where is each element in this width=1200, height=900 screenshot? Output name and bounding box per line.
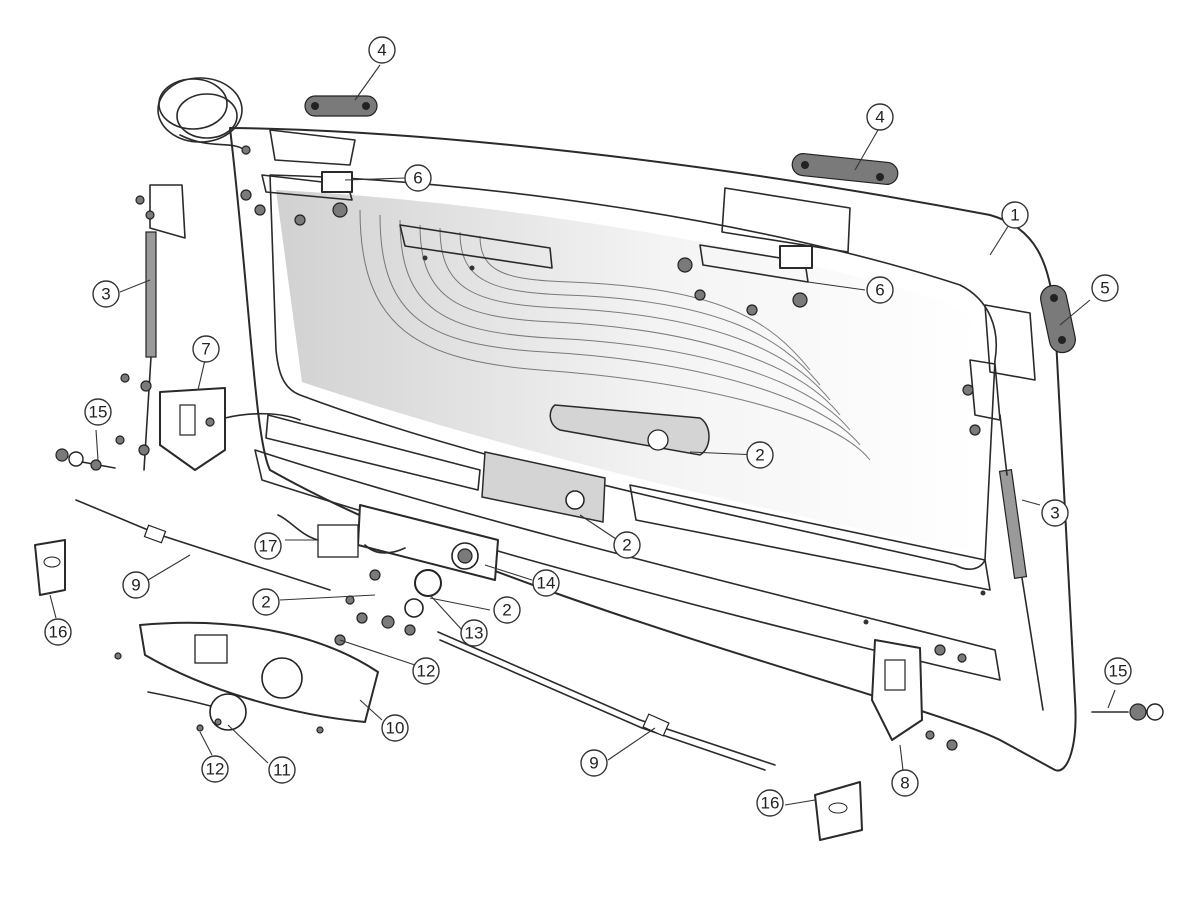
callout-label: 2 <box>622 536 631 555</box>
callout-label: 4 <box>377 41 386 60</box>
anchor-bracket-left <box>34 539 66 596</box>
lock-mechanism <box>277 504 499 618</box>
callout-label: 12 <box>417 662 436 681</box>
bolt-set-left <box>55 448 116 471</box>
fasteners <box>334 569 416 646</box>
callout-9a: 9 <box>122 571 150 599</box>
callout-label: 10 <box>386 719 405 738</box>
callout-1: 1 <box>1001 201 1029 229</box>
callout-label: 6 <box>875 281 884 300</box>
callout-label: 15 <box>89 403 108 422</box>
callout-5: 5 <box>1091 274 1119 302</box>
callout-15a: 15 <box>84 398 112 426</box>
callout-label: 13 <box>465 624 484 643</box>
callout-label: 2 <box>261 593 270 612</box>
spacer-plate-side <box>1040 284 1076 354</box>
callout-label: 16 <box>49 623 68 642</box>
callout-15b: 15 <box>1104 657 1132 685</box>
latch-bracket-left <box>115 373 301 471</box>
callout-12b: 12 <box>412 657 440 685</box>
release-cable-left <box>75 499 331 591</box>
callout-14: 14 <box>532 569 560 597</box>
spacer-plate-left <box>304 95 378 117</box>
callout-16b: 16 <box>756 789 784 817</box>
callout-3b: 3 <box>1041 499 1069 527</box>
callout-7: 7 <box>192 335 220 363</box>
callout-11: 11 <box>268 756 296 784</box>
callout-10: 10 <box>381 714 409 742</box>
callout-2d: 2 <box>493 596 521 624</box>
callout-label: 5 <box>1100 279 1109 298</box>
callout-2c: 2 <box>252 588 280 616</box>
release-cable-right <box>437 631 776 771</box>
callout-2b: 2 <box>613 531 641 559</box>
callout-6b: 6 <box>866 276 894 304</box>
callout-17: 17 <box>254 532 282 560</box>
handle <box>147 691 247 732</box>
callout-label: 6 <box>413 169 422 188</box>
callout-label: 12 <box>206 760 225 779</box>
callout-8: 8 <box>891 769 919 797</box>
callout-9b: 9 <box>580 749 608 777</box>
bolt-set-right <box>1091 703 1164 721</box>
callout-label: 16 <box>761 794 780 813</box>
callout-label: 7 <box>201 340 210 359</box>
callout-label: 2 <box>502 601 511 620</box>
callout-label: 3 <box>101 285 110 304</box>
spacer-plate-right <box>791 153 899 185</box>
callout-label: 4 <box>875 108 884 127</box>
callout-label: 9 <box>131 576 140 595</box>
callout-label: 17 <box>259 537 278 556</box>
callout-label: 3 <box>1050 504 1059 523</box>
callout-2a: 2 <box>746 441 774 469</box>
gas-strut-left <box>135 184 186 471</box>
callout-3a: 3 <box>92 280 120 308</box>
callout-label: 11 <box>273 761 291 780</box>
callout-12a: 12 <box>201 755 229 783</box>
callout-label: 9 <box>589 754 598 773</box>
callout-4b: 4 <box>866 103 894 131</box>
hinge-right <box>677 244 813 316</box>
anchor-bracket-right <box>814 781 863 841</box>
callout-label: 15 <box>1109 662 1128 681</box>
leader-lines <box>49 64 1116 806</box>
callout-label: 14 <box>537 574 556 593</box>
callout-4a: 4 <box>368 36 396 64</box>
gas-strut-right <box>962 359 1044 711</box>
callout-label: 8 <box>900 774 909 793</box>
callout-13: 13 <box>460 619 488 647</box>
callout-6a: 6 <box>404 164 432 192</box>
callout-16a: 16 <box>44 618 72 646</box>
callout-label: 2 <box>755 446 764 465</box>
callout-label: 1 <box>1010 206 1019 225</box>
hinge-left <box>240 171 353 226</box>
handle-housing <box>114 621 379 734</box>
wiring-harness <box>157 77 251 155</box>
latch-assembly-right <box>871 639 967 751</box>
